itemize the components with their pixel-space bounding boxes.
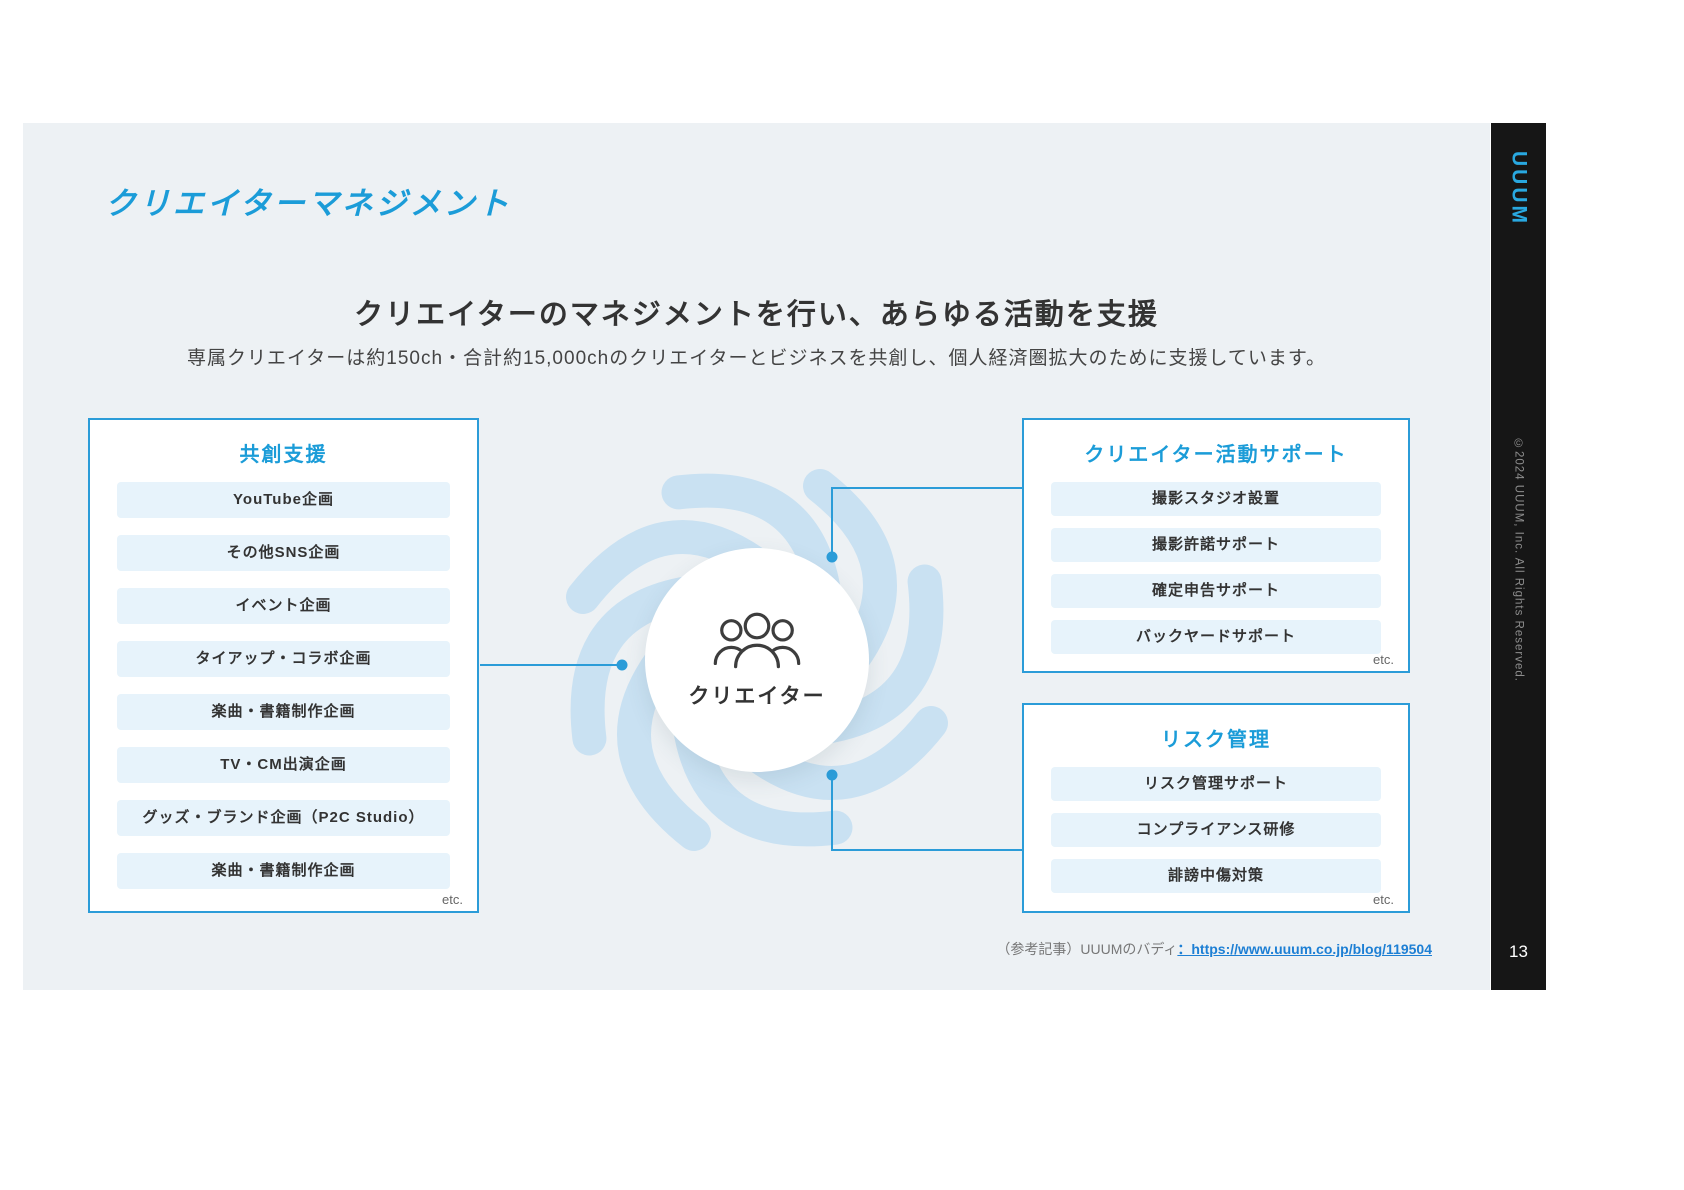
people-icon [713, 612, 801, 669]
list-item: タイアップ・コラボ企画 [117, 641, 450, 677]
list-item: 確定申告サポート [1051, 574, 1381, 608]
creator-hub: クリエイター [645, 548, 869, 772]
box-items: リスク管理サポートコンプライアンス研修誹謗中傷対策 [1024, 767, 1408, 893]
box-title: リスク管理 [1161, 729, 1271, 751]
creator-activity-support-box: クリエイター活動サポート 撮影スタジオ設置撮影許諾サポート確定申告サポートバック… [1022, 418, 1410, 673]
box-title: クリエイター活動サポート [1084, 444, 1348, 466]
page-number: 13 [1509, 942, 1528, 961]
slide: クリエイターマネジメント クリエイターのマネジメントを行い、あらゆる活動を支援 … [23, 123, 1490, 990]
etc-label: etc. [1373, 892, 1394, 907]
reference-prefix: （参考記事）UUUMのバディ [996, 941, 1178, 957]
list-item: グッズ・ブランド企画（P2C Studio） [117, 800, 450, 836]
sidebar: UUUM ©2024 UUUM, Inc. All Rights Reserve… [1491, 123, 1546, 990]
uuum-logo: UUUM [1507, 151, 1531, 226]
reference-note: （参考記事）UUUMのバディ：https://www.uuum.co.jp/bl… [996, 939, 1432, 959]
list-item: 撮影許諾サポート [1051, 528, 1381, 562]
list-item: 誹謗中傷対策 [1051, 859, 1381, 893]
page-title: クリエイターマネジメント [105, 186, 512, 221]
list-item: 楽曲・書籍制作企画 [117, 853, 450, 889]
sub-heading: 専属クリエイターは約150ch・合計約15,000chのクリエイターとビジネスを… [187, 348, 1326, 369]
copyright-text: ©2024 UUUM, Inc. All Rights Reserved. [1512, 438, 1525, 682]
risk-management-box: リスク管理 リスク管理サポートコンプライアンス研修誹謗中傷対策 etc. [1022, 703, 1410, 913]
etc-label: etc. [442, 892, 463, 907]
list-item: その他SNS企画 [117, 535, 450, 571]
list-item: TV・CM出演企画 [117, 747, 450, 783]
cocreation-support-box: 共創支援 YouTube企画その他SNS企画イベント企画タイアップ・コラボ企画楽… [88, 418, 479, 913]
list-item: コンプライアンス研修 [1051, 813, 1381, 847]
main-heading: クリエイターのマネジメントを行い、あらゆる活動を支援 [354, 299, 1159, 331]
box-title: 共創支援 [239, 444, 328, 466]
box-items: YouTube企画その他SNS企画イベント企画タイアップ・コラボ企画楽曲・書籍制… [90, 482, 477, 889]
list-item: イベント企画 [117, 588, 450, 624]
box-items: 撮影スタジオ設置撮影許諾サポート確定申告サポートバックヤードサポート [1024, 482, 1408, 654]
list-item: YouTube企画 [117, 482, 450, 518]
etc-label: etc. [1373, 652, 1394, 667]
hub-label: クリエイター [688, 685, 826, 708]
list-item: 楽曲・書籍制作企画 [117, 694, 450, 730]
list-item: 撮影スタジオ設置 [1051, 482, 1381, 516]
list-item: バックヤードサポート [1051, 620, 1381, 654]
list-item: リスク管理サポート [1051, 767, 1381, 801]
reference-link[interactable]: ：https://www.uuum.co.jp/blog/119504 [1177, 941, 1432, 957]
